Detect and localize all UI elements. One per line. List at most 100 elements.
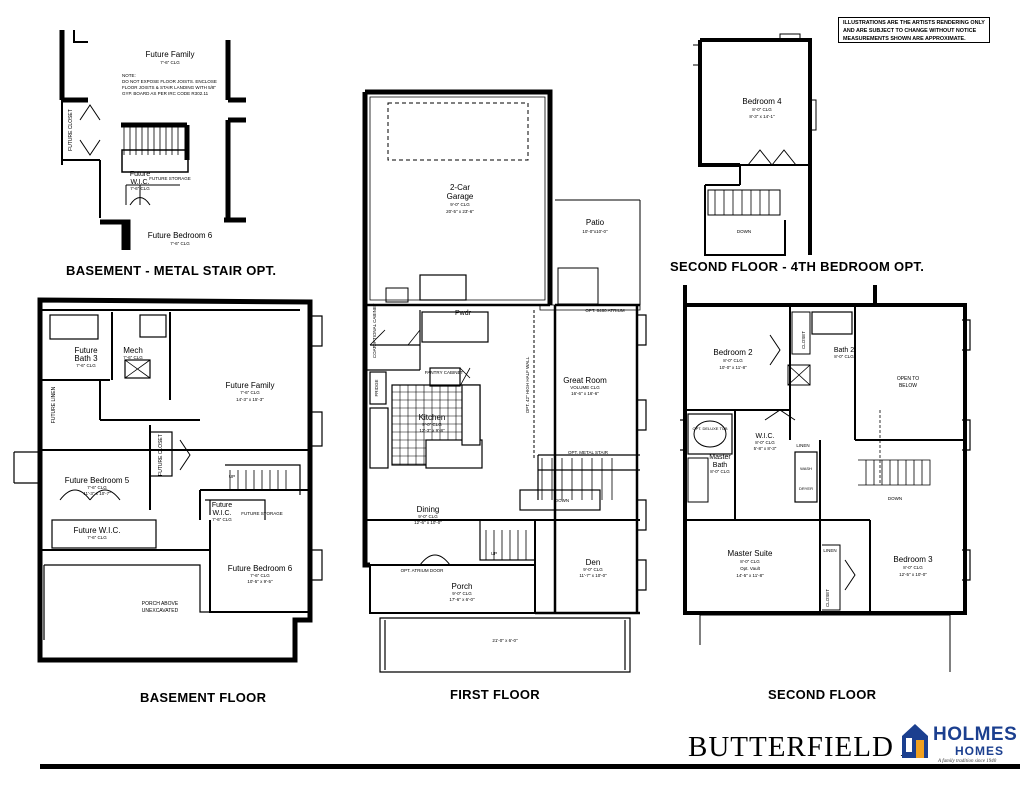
plan-label: NOTE: (122, 73, 136, 78)
plan-label: Master Suite (728, 549, 773, 558)
plan-label: 9'-0" CLG (418, 514, 438, 519)
title-second-floor-opt: SECOND FLOOR - 4TH BEDROOM OPT. (670, 259, 925, 274)
plan-label: FUTURE CLOSET (158, 434, 164, 476)
title-basement-floor: BASEMENT FLOOR (140, 690, 267, 705)
plan-label: Mech (123, 346, 143, 355)
plan-label: 5'-8" x 8'-3" (754, 446, 777, 451)
plan-label: Porch (452, 582, 473, 591)
basement-labels: Future Bath 3 7'-6" CLG Mech 7'-6" CLG F… (51, 346, 293, 614)
plan-label: DO NOT EXPOSE FLOOR JOISTS. ENCLOSE (122, 79, 217, 84)
plan-label: 7'-6" CLG (160, 60, 180, 65)
title-second-floor: SECOND FLOOR (768, 687, 877, 702)
plan-label: 7'-6" CLG (240, 390, 260, 395)
plan-label: 9'-0" CLG (583, 567, 603, 572)
plan-label: 7'-6" CLG (130, 186, 150, 191)
plan-label: Great Room (563, 376, 607, 385)
title-basement-metal-stair: BASEMENT - METAL STAIR OPT. (66, 263, 277, 278)
plan-label: Bath 2 (834, 347, 854, 354)
plan-label: 8'-0" CLG (752, 107, 772, 112)
plan-label: FRIDGE (374, 379, 379, 396)
plan-label: W.I.C. (130, 179, 149, 186)
plan-label: Bath 3 (74, 354, 98, 363)
plan-label: OPT. LINEN (962, 478, 967, 503)
plan-label: 8'-0" CLG (755, 440, 775, 445)
plan-label: COAT (372, 346, 377, 358)
plan-label: PANTRY CABINET (425, 370, 464, 375)
plan-label: Future (212, 502, 232, 509)
plan-second-floor-opt (693, 33, 817, 256)
plan-label: W.I.C. (755, 433, 774, 440)
plan-label: CLOSET (801, 331, 806, 349)
plan-label: Bedroom 4 (742, 97, 782, 106)
second-floor-labels: Bedroom 2 8'-0" CLG 10'-0" x 11'-8" CLOS… (692, 331, 967, 607)
plan-label: LINEN (823, 548, 836, 553)
model-name: BUTTERFIELD A (688, 731, 923, 763)
plan-label: 7'-6" CLG (250, 573, 270, 578)
plan-label: UNEXCAVATED (142, 608, 179, 614)
plan-label: UP (229, 474, 235, 479)
plan-label: 10'-0" x 11'-8" (719, 365, 747, 370)
plan-label: VOLUME CLG (570, 385, 600, 390)
plan-label: UP (491, 551, 497, 556)
plan-label: 9'-0" CLG (450, 202, 470, 207)
bottom-rule (40, 764, 1020, 769)
plan-label: Master (709, 454, 731, 461)
plan-second-floor (680, 285, 971, 672)
plan-label: Kitchen (419, 413, 446, 422)
plan-label: 7'-6" CLG (123, 355, 143, 360)
plan-first-floor (362, 89, 647, 673)
plan-label: 9'-0" CLG (452, 591, 472, 596)
plan-label: Future (130, 171, 150, 178)
plan-label: Future W.I.C. (73, 526, 120, 535)
plan-label: 8'-0" CLG (903, 565, 923, 570)
plan-label: 12'-6" x 10'-0" (414, 520, 442, 525)
plan-label: 11'-7" x 10'-0" (579, 573, 607, 578)
plan-label: Future Bedroom 6 (228, 564, 293, 573)
plan-basement (13, 297, 323, 663)
plan-label: 7'-6" CLG (170, 241, 190, 246)
plan-label: 14'-3" x 15'-3" (236, 397, 264, 402)
plan-label: PORCH ABOVE (142, 601, 179, 607)
plan-label: Opt. Vault (740, 566, 760, 571)
plan-label: 14'-5" x 11'-8" (736, 573, 764, 578)
plan-label: 7'-6" CLG (212, 517, 232, 522)
plan-label: 8'-0" CLG (740, 559, 760, 564)
plan-label: 11'-3" x 10'-7" (83, 491, 111, 496)
plan-label: 8'-0" CLG (710, 469, 730, 474)
plan-label: Pwdr (455, 310, 472, 317)
plan-label: 2-Car (450, 183, 470, 192)
plan-label: BELOW (899, 383, 917, 389)
plan-label: DOWN (555, 498, 569, 503)
plan-label: 20'-5" x 23'-6" (446, 209, 474, 214)
plan-label: Den (586, 558, 601, 567)
plan-label: 7'-6" CLG (76, 363, 96, 368)
plan-label: LINEN (796, 443, 809, 448)
plan-label: 7'-6" CLG (87, 535, 107, 540)
plan-label: 9'-0" CLG (422, 422, 442, 427)
plan-label: W.I.C. (212, 510, 231, 517)
plan-label: Bedroom 3 (893, 555, 933, 564)
plan-label: 7'-6" CLG (87, 485, 107, 490)
plan-label: FUTURE CLOSET (68, 109, 74, 151)
plan-label: 12'-3" x 9'-8" (419, 428, 445, 433)
plan-label: Garage (447, 192, 474, 201)
house-icon (902, 724, 928, 758)
plan-label: OPT. ATRIUM DOOR (401, 568, 444, 573)
logo-line-1: HOLMES (933, 724, 1018, 745)
logo-tagline: A family tradition since 1940 (938, 759, 997, 764)
plan-label: OPT. METAL STAIR (568, 450, 609, 455)
plan-label: 8'-3" x 14'-1" (749, 114, 775, 119)
plan-label: Future Family (226, 381, 275, 390)
plan-label: OPT. DELUXE TUB (692, 426, 727, 431)
logo-line-2: HOMES (955, 744, 1005, 758)
plan-label: 12'-5" x 10'-0" (899, 572, 927, 577)
plan-label: WASH (800, 466, 812, 471)
plan-label: Dining (417, 505, 440, 514)
plan-label: Future (74, 346, 98, 355)
plan-label: 8'-0" CLG (834, 354, 854, 359)
basement-metal-labels: Future Family 7'-6" CLG NOTE: DO NOT EXP… (68, 50, 217, 246)
plan-label: FUTURE STORAGE (149, 176, 190, 181)
plan-label: Patio (586, 218, 605, 227)
plan-label: Future Bedroom 6 (148, 231, 213, 240)
